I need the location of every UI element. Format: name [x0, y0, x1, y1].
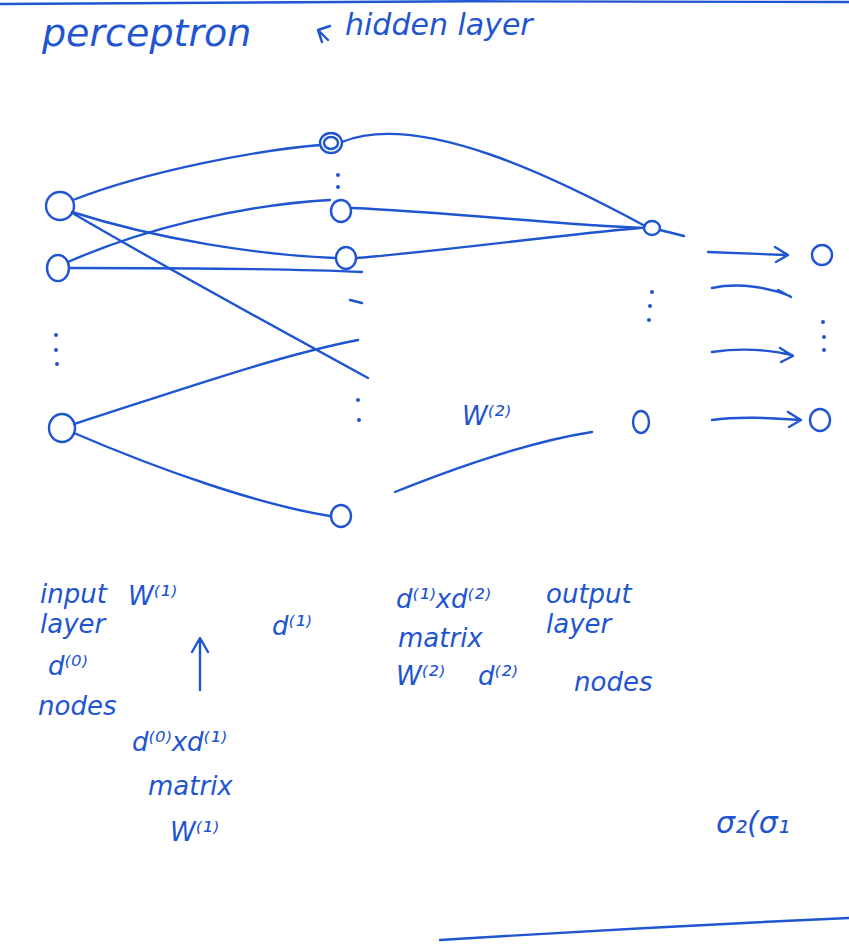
pointer-arrow: [192, 638, 208, 690]
weight-line: [660, 230, 684, 236]
output-arrow: [712, 412, 801, 427]
hidden-node: [324, 137, 338, 149]
hidden-node: [320, 133, 342, 153]
result-node: [810, 409, 830, 431]
annotation-label: W⁽²⁾: [462, 402, 511, 432]
ellipsis-dots: [54, 173, 826, 422]
annotation-label: W⁽¹⁾: [128, 582, 177, 612]
output-arrow: [708, 247, 788, 262]
frame-line: [0, 1, 849, 4]
weight-line: [70, 268, 362, 272]
annotation-label: hidden layer: [345, 8, 533, 43]
weight-line: [74, 433, 330, 516]
output-arrow: [712, 348, 793, 362]
annotation-label: nodes: [38, 692, 116, 722]
annotation-label: matrix: [148, 772, 233, 802]
annotation-label: d⁽⁰⁾xd⁽¹⁾: [132, 728, 227, 758]
weight-line: [74, 340, 358, 424]
annotation-label: output layer: [546, 580, 656, 640]
annotation-label: d⁽⁰⁾: [48, 652, 88, 682]
input-node: [46, 192, 74, 220]
weight-line: [73, 145, 320, 200]
weight-line: [395, 432, 592, 492]
annotation-label: matrix: [398, 624, 483, 654]
output-node: [644, 221, 660, 235]
annotation-label: d⁽¹⁾: [272, 612, 312, 642]
weight-line: [352, 208, 644, 228]
weight-line: [68, 200, 330, 262]
weight-line: [342, 134, 645, 226]
title-text: perceptron: [42, 12, 251, 56]
hidden-node: [331, 505, 351, 527]
weight-line: [74, 214, 368, 378]
output-node: [633, 411, 649, 433]
annotation-label: W⁽¹⁾: [170, 818, 219, 848]
hidden-node: [331, 200, 351, 222]
weight-line: [357, 228, 640, 258]
annotation-label: nodes: [574, 668, 652, 698]
output-arrow: [712, 286, 791, 297]
annotation-label: σ₂(σ₁: [716, 806, 790, 841]
input-node: [47, 255, 69, 281]
annotation-label: W⁽²⁾: [396, 662, 445, 692]
input-node: [49, 414, 75, 442]
hidden-node: [336, 247, 356, 269]
weight-line: [350, 300, 362, 303]
annotation-label: d⁽¹⁾xd⁽²⁾: [396, 585, 491, 615]
annotation-label: d⁽²⁾: [478, 662, 518, 692]
result-node: [812, 245, 832, 265]
annotation-label: input layer: [40, 580, 140, 640]
frame-line: [440, 918, 849, 940]
pointer-arrow: [318, 26, 330, 42]
